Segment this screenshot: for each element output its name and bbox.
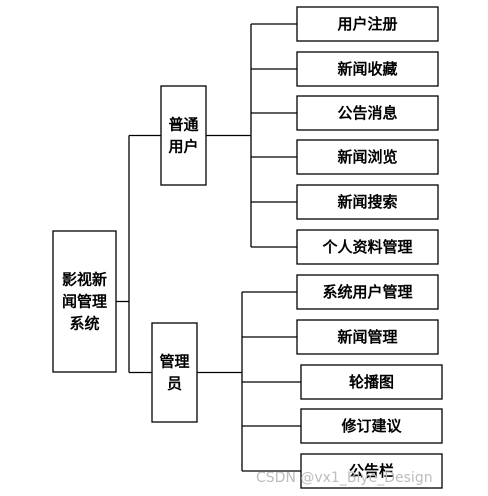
leaf-node: 新闻管理 [296, 319, 439, 355]
leaf-node: 新闻收藏 [296, 51, 439, 87]
group-node-0-label: 普通 [168, 116, 198, 134]
leaf-node-label: 公告栏 [349, 462, 394, 480]
group-node-0-label: 用户 [168, 138, 198, 156]
leaf-node-frame [296, 95, 439, 131]
group-node-1-frame [151, 322, 198, 423]
leaf-node: 系统用户管理 [296, 274, 439, 310]
leaf-node: 新闻浏览 [296, 139, 439, 175]
leaf-node-label: 新闻管理 [337, 328, 397, 346]
leaf-node-label: 修订建议 [340, 417, 402, 435]
leaf-node-frame [296, 51, 439, 87]
leaf-node: 修订建议 [300, 408, 443, 444]
leaf-node: 新闻搜索 [296, 184, 439, 220]
leaf-node-label: 公告消息 [337, 104, 397, 122]
root-node-frame [52, 230, 117, 373]
leaf-node-label: 轮播图 [349, 373, 394, 391]
root-node-label: 影视新 [62, 271, 107, 289]
leaf-node-label: 新闻搜索 [337, 193, 397, 211]
leaf-node-label: 系统用户管理 [322, 283, 412, 301]
group-node-0-frame [160, 85, 207, 186]
leaf-node-frame [296, 6, 439, 42]
group-node-1: 管理员 [151, 322, 198, 423]
leaf-node-label: 用户注册 [337, 15, 397, 33]
nodes: 影视新闻管理系统普通用户用户注册新闻收藏公告消息新闻浏览新闻搜索个人资料管理管理… [52, 6, 443, 489]
leaf-node: 公告消息 [296, 95, 439, 131]
leaf-node: 用户注册 [296, 6, 439, 42]
leaf-node-label: 个人资料管理 [321, 238, 412, 256]
leaf-node-frame [296, 229, 439, 265]
connectors [116, 23, 301, 472]
group-node-1-label: 管理 [159, 353, 189, 371]
leaf-node-label: 新闻浏览 [337, 148, 397, 166]
root-node-label: 闻管理 [62, 293, 107, 311]
leaf-node-frame [300, 364, 443, 400]
leaf-node: 公告栏 [300, 453, 443, 489]
leaf-node-frame [296, 184, 439, 220]
leaf-node: 个人资料管理 [296, 229, 439, 265]
root-node-label: 系统 [69, 315, 99, 333]
leaf-node-frame [296, 319, 439, 355]
leaf-node-frame [300, 453, 443, 489]
leaf-node-frame [300, 408, 443, 444]
group-node-1-label: 员 [167, 375, 182, 393]
leaf-node-label: 新闻收藏 [337, 60, 397, 78]
leaf-node-frame [296, 139, 439, 175]
leaf-node-frame [296, 274, 439, 310]
watermark-text: CSDN @vx1_Biye_Design [256, 470, 433, 486]
leaf-node: 轮播图 [300, 364, 443, 400]
